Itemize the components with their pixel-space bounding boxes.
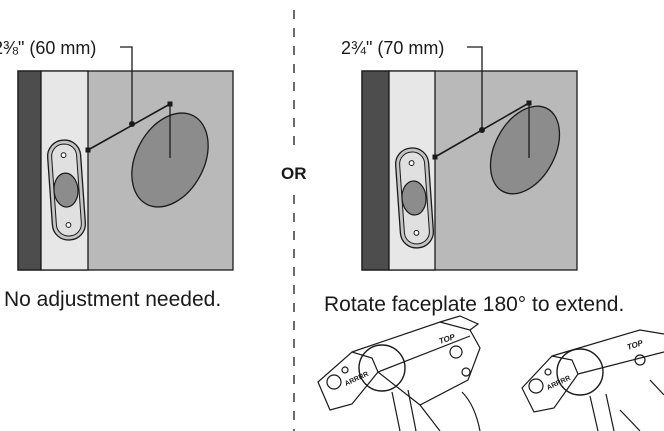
left-faceplate	[46, 139, 87, 241]
right-door-jamb	[361, 70, 390, 271]
latch-illustration-2: ARRRR	[521, 329, 664, 431]
right-bore-hole	[489, 105, 561, 195]
right-faceplate	[394, 147, 435, 249]
left-door-jamb	[17, 70, 42, 271]
left-backset-line	[87, 103, 171, 151]
latch-1-engraving: TOP	[438, 332, 457, 346]
left-caption: No adjustment needed.	[4, 288, 222, 311]
right-leader-line	[467, 46, 483, 130]
right-caption: Rotate faceplate 180° to extend.	[324, 293, 625, 316]
or-label: OR	[281, 164, 307, 183]
right-door-diagram	[361, 46, 578, 271]
right-measure-label: 2¾" (70 mm)	[341, 38, 445, 58]
left-leader-line	[120, 46, 133, 124]
left-measure-label: 2⅜" (60 mm)	[0, 38, 97, 58]
latch-2-engraving: TOP	[626, 338, 645, 352]
left-bore-hole	[131, 112, 209, 208]
left-door-diagram	[17, 46, 234, 271]
latch-illustration-1: ARRRR	[317, 315, 481, 431]
